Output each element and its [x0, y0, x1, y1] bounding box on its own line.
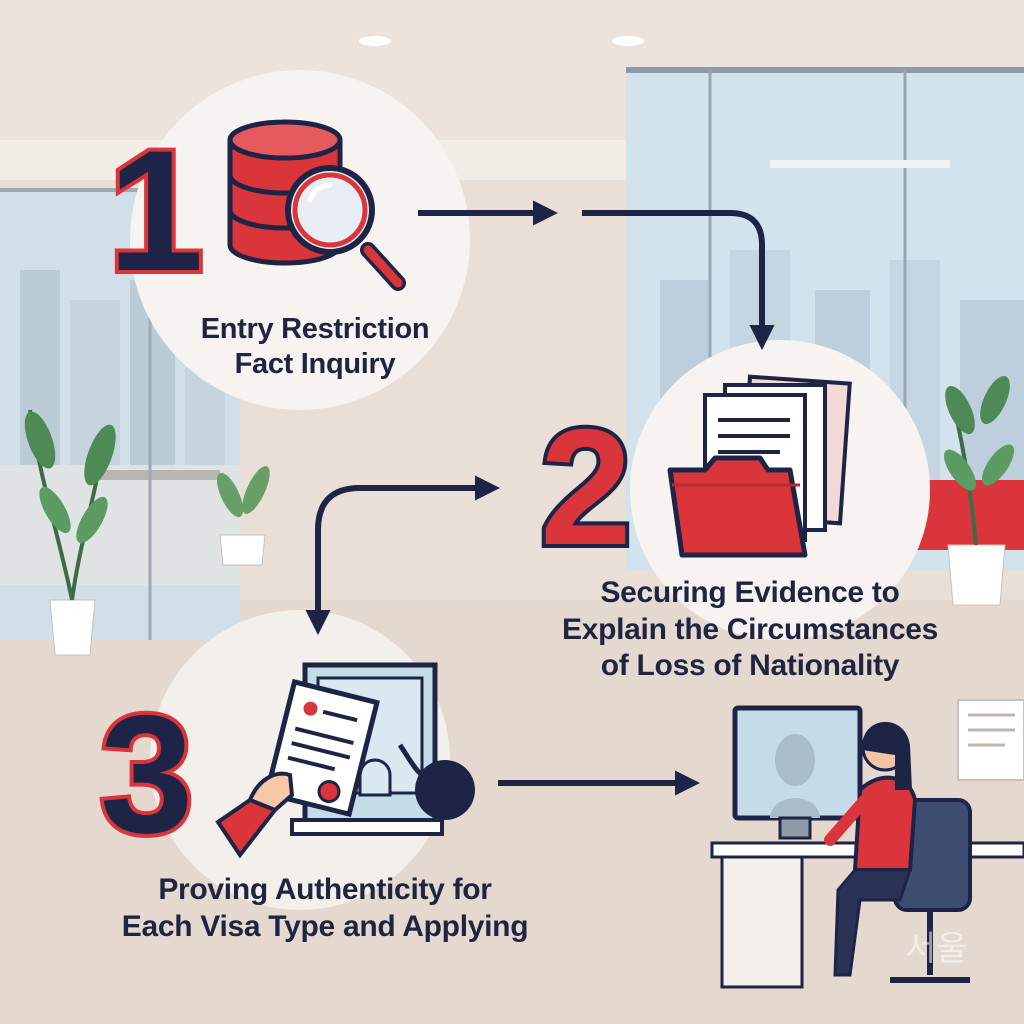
folder-documents-icon	[667, 374, 852, 558]
step-2-label: Securing Evidence to Explain the Circums…	[515, 575, 985, 685]
step-1-label-line-2: Fact Inquiry	[234, 348, 396, 381]
step-1-number: 1	[104, 115, 208, 307]
watermark-text: 서울	[905, 929, 968, 969]
hand-document-window-icon	[215, 662, 475, 859]
step-2-label-line-3: of Loss of Nationality	[600, 649, 900, 683]
step-2-label-line-2: Explain the Circumstances	[562, 612, 938, 646]
left-plant-icon	[24, 409, 116, 656]
step-3-label-line-2: Each Visa Type and Applying	[121, 909, 529, 943]
small-plant-icon	[216, 466, 270, 566]
right-plant-icon	[943, 375, 1015, 606]
step-2-number: 2	[536, 395, 636, 579]
step-2-label-line-1: Securing Evidence to	[600, 576, 900, 609]
step-1-label-line-1: Entry Restriction	[200, 313, 430, 345]
arrow-1-down	[582, 210, 775, 351]
step-1-label: Entry Restriction Fact Inquiry	[160, 312, 470, 383]
woman-at-computer-icon	[710, 699, 1024, 989]
step-3-number: 3	[96, 680, 197, 868]
flow-arrows	[305, 200, 775, 796]
database-search-icon	[227, 119, 406, 291]
step-3-label: Proving Authenticity for Each Visa Type …	[95, 872, 555, 945]
arrow-2-3-bidirectional	[305, 475, 501, 636]
step-3-label-line-1: Proving Authenticity for	[158, 873, 492, 906]
